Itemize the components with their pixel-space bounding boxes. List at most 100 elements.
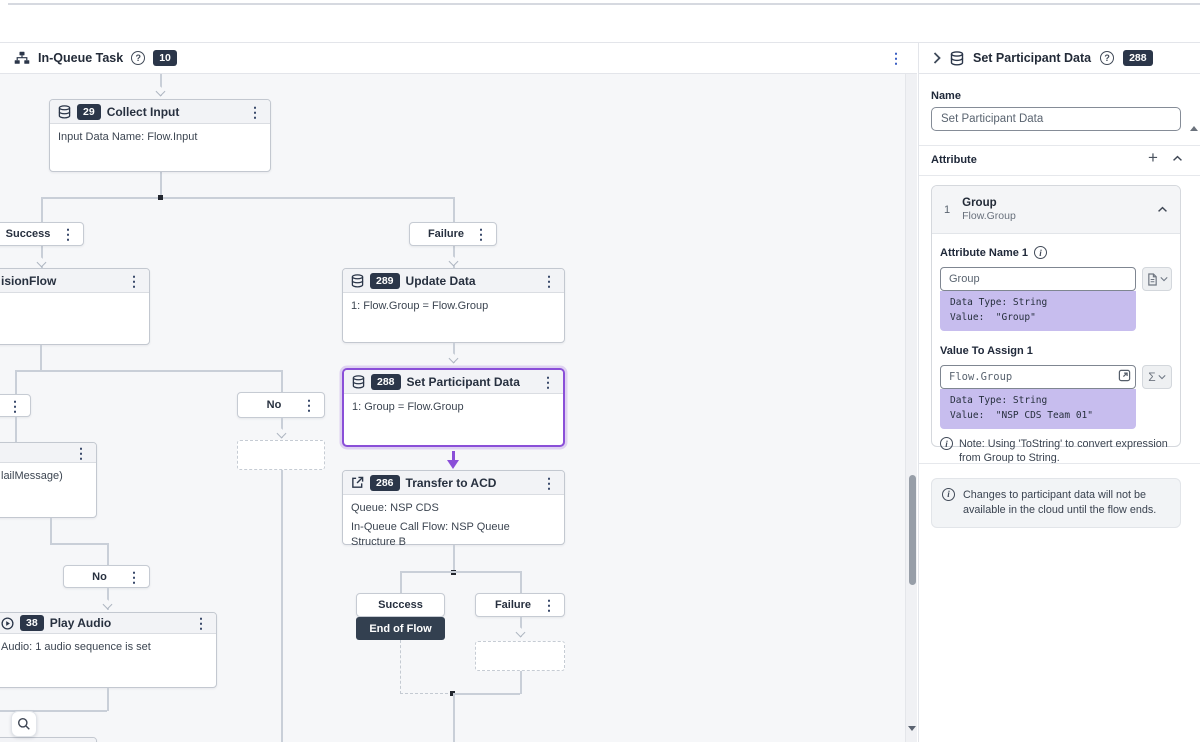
attribute-row-name: Group [962, 197, 997, 209]
node-menu-kebab-icon[interactable]: ⋮ [542, 474, 556, 491]
zoom-search-button[interactable] [11, 711, 37, 737]
task-menu-kebab-icon[interactable]: ⋮ [889, 50, 903, 66]
flow-canvas[interactable]: 29 Collect Input ⋮ Input Data Name: Flow… [0, 74, 917, 742]
scroll-down-icon[interactable] [908, 726, 916, 731]
sitemap-icon [14, 51, 30, 65]
divider [919, 463, 1200, 464]
node-menu-kebab-icon[interactable]: ⋮ [542, 272, 556, 289]
help-icon[interactable]: ? [1100, 51, 1115, 65]
branch-partial-left[interactable]: ⋮ [0, 394, 31, 417]
data-action-icon [351, 273, 364, 288]
branch-no-left[interactable]: No ⋮ [63, 565, 150, 588]
node-number-badge: 29 [77, 103, 101, 120]
node-menu-kebab-icon[interactable]: ⋮ [541, 373, 555, 390]
help-icon[interactable]: ? [131, 51, 146, 65]
connector [107, 688, 109, 711]
node-number-badge: 289 [370, 272, 400, 289]
collapse-section-icon[interactable] [1172, 155, 1183, 162]
attribute-name-label: Attribute Name 1 [940, 246, 1029, 259]
value-to-assign-input[interactable] [940, 365, 1136, 389]
data-action-icon [352, 374, 365, 389]
play-icon [1, 616, 14, 630]
attribute-card: 1 Group Flow.Group Attribute Name 1 i Da… [931, 185, 1181, 464]
connector [15, 370, 17, 394]
branch-success-bottom[interactable]: Success [356, 593, 445, 617]
end-of-flow-badge[interactable]: End of Flow [356, 617, 445, 640]
branch-failure-top[interactable]: Failure ⋮ [409, 222, 497, 246]
arrowhead-purple-icon [447, 460, 459, 469]
collapse-row-icon[interactable] [1157, 206, 1168, 213]
connector [50, 543, 107, 545]
branch-menu-kebab-icon[interactable]: ⋮ [302, 397, 316, 413]
node-number-badge: 288 [371, 373, 401, 390]
panel-header: Set Participant Data ? 288 [918, 43, 1200, 74]
open-expression-editor-icon[interactable] [1118, 369, 1131, 382]
branch-menu-kebab-icon[interactable]: ⋮ [8, 397, 22, 414]
connector [160, 74, 162, 96]
branch-no-right[interactable]: No ⋮ [237, 392, 325, 418]
node-title: Set Participant Data [406, 374, 520, 389]
attribute-card-header[interactable]: 1 Group Flow.Group [932, 186, 1180, 234]
node-body-text: Input Data Name: Flow.Input [58, 131, 198, 143]
panel-scroll-up-icon[interactable] [1190, 126, 1198, 131]
node-menu-kebab-icon[interactable]: ⋮ [194, 615, 208, 631]
add-attribute-button[interactable]: + [1148, 148, 1158, 167]
connector [107, 543, 109, 565]
canvas-scrollbar[interactable] [905, 74, 917, 742]
panel-number-badge: 288 [1123, 50, 1153, 66]
node-update-data[interactable]: 289 Update Data ⋮ 1: Flow.Group = Flow.G… [342, 268, 565, 343]
node-bottom-partial[interactable] [0, 737, 97, 742]
name-input[interactable] [931, 107, 1181, 131]
participant-data-info-box: i Changes to participant data will not b… [931, 478, 1181, 528]
branch-success-top[interactable]: Success ⋮ [0, 222, 84, 246]
node-header: 38 Play Audio ⋮ [0, 613, 216, 634]
branch-menu-kebab-icon[interactable]: ⋮ [127, 568, 141, 585]
node-body-text: 1: Flow.Group = Flow.Group [351, 300, 489, 312]
node-menu-kebab-icon[interactable]: ⋮ [127, 272, 141, 289]
node-transfer-to-acd[interactable]: 286 Transfer to ACD ⋮ Queue: NSP CDS In-… [342, 470, 565, 548]
node-body-text: Queue: NSP CDS [351, 502, 439, 514]
connector [453, 545, 455, 572]
junction-dot [451, 570, 456, 575]
node-title: Collect Input [106, 104, 180, 119]
divider [919, 145, 1200, 146]
arrowhead-icon [448, 353, 459, 364]
attribute-name-input[interactable] [940, 267, 1136, 291]
node-collect-input[interactable]: 29 Collect Input ⋮ Input Data Name: Flow… [49, 99, 271, 172]
branch-label: Success [5, 228, 51, 240]
empty-action-placeholder[interactable] [475, 641, 565, 671]
sigma-icon: Σ [1148, 370, 1156, 384]
value-to-assign-meta: Data Type: String Value: "NSP CDS Team 0… [940, 389, 1136, 429]
junction-dot [450, 691, 455, 696]
info-icon[interactable]: i [1034, 246, 1048, 259]
connector [40, 345, 42, 371]
expression-mode-button[interactable]: Σ [1142, 365, 1172, 389]
branch-label: No [92, 570, 107, 583]
branch-failure-bottom[interactable]: Failure ⋮ [475, 593, 565, 617]
chevron-right-icon[interactable] [933, 52, 941, 64]
node-body-text: In-Queue Call Flow: NSP Queue Structure … [351, 521, 510, 548]
node-decision-flow-partial[interactable]: isionFlow ⋮ [0, 268, 150, 345]
node-menu-kebab-icon[interactable]: ⋮ [74, 444, 88, 461]
connector [41, 197, 454, 199]
branch-menu-kebab-icon[interactable]: ⋮ [61, 226, 75, 242]
node-play-audio[interactable]: 38 Play Audio ⋮ Audio: 1 audio sequence … [0, 612, 217, 688]
tostring-note: i Note: Using 'ToString' to convert expr… [940, 437, 1172, 465]
junction-dot [158, 195, 163, 200]
node-body: Queue: NSP CDS In-Queue Call Flow: NSP Q… [343, 495, 564, 556]
magnifier-icon [17, 717, 31, 731]
canvas-scrollbar-thumb[interactable] [908, 475, 916, 585]
attribute-name-mode-button[interactable] [1142, 267, 1172, 291]
branch-menu-kebab-icon[interactable]: ⋮ [542, 597, 556, 613]
node-header: 289 Update Data ⋮ [343, 269, 564, 293]
arrowhead-icon [36, 257, 47, 268]
node-set-participant-data[interactable]: 288 Set Participant Data ⋮ 1: Group = Fl… [342, 368, 565, 447]
branch-menu-kebab-icon[interactable]: ⋮ [474, 226, 488, 242]
connector [453, 245, 455, 268]
node-menu-kebab-icon[interactable]: ⋮ [248, 103, 262, 120]
node-voicemail-partial[interactable]: ⋮ lailMessage) [0, 442, 97, 518]
name-label: Name [931, 90, 961, 102]
info-icon: i [942, 488, 955, 501]
empty-action-placeholder[interactable] [237, 440, 325, 470]
connector [15, 370, 281, 372]
